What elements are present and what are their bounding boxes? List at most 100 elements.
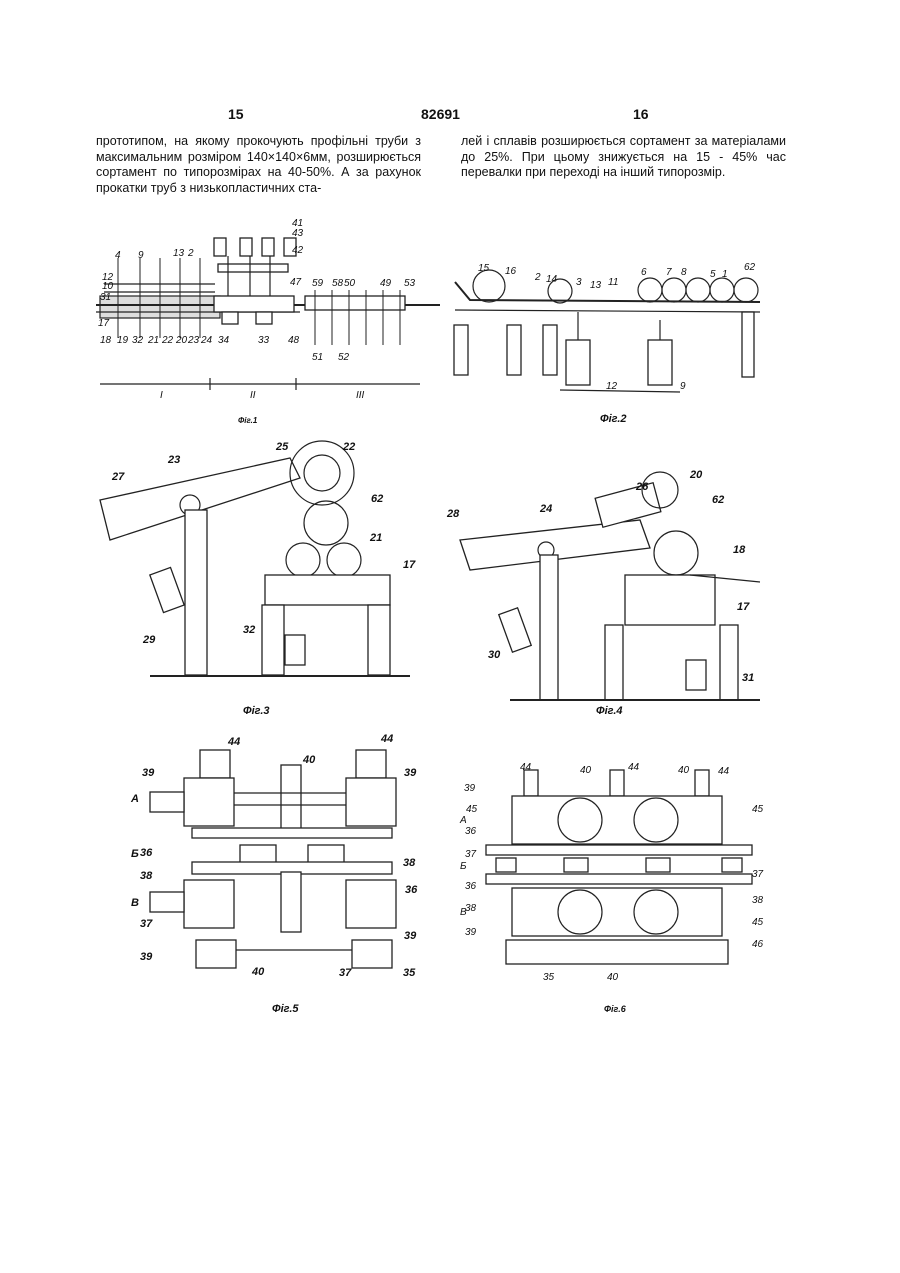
fig5-drawing: А Б В 44 44 40 39 39 36 38 38 36 37 39 3… <box>130 733 418 1015</box>
fig5-label: 36 <box>405 884 418 896</box>
fig1-label: 32 <box>132 335 144 346</box>
fig1-label: 52 <box>338 352 350 363</box>
fig1-label: 51 <box>312 352 323 363</box>
fig6-label: 44 <box>718 766 730 777</box>
fig4-label: 26 <box>635 481 649 493</box>
fig4-label: 30 <box>488 649 501 661</box>
fig2-label: 8 <box>681 267 687 278</box>
fig1-section-1: I <box>160 390 163 401</box>
fig3-drawing: 25 22 23 27 62 21 17 29 32 Фіг.3 <box>100 441 416 717</box>
fig1-label: 47 <box>290 277 302 288</box>
fig6-label: 40 <box>607 972 619 983</box>
fig1-label: 20 <box>175 335 188 346</box>
fig6-label: 37 <box>752 869 764 880</box>
fig6-drawing: А Б В 44 44 44 40 40 39 45 45 36 37 37 3… <box>459 762 764 1014</box>
fig4-drawing: 20 26 62 28 24 18 17 30 31 Фіг.4 <box>446 469 760 717</box>
fig4-label: 18 <box>733 544 746 556</box>
fig5-label: 38 <box>140 870 153 882</box>
fig4-label: 62 <box>712 494 724 506</box>
fig5-label: 40 <box>302 754 316 766</box>
fig3-label: 22 <box>342 441 355 453</box>
fig3-caption: Фіг.3 <box>243 705 270 717</box>
fig1-label: 2 <box>187 248 194 259</box>
fig1-label: 10 <box>102 281 114 292</box>
fig1-label: 13 <box>173 248 185 259</box>
fig2-label: 6 <box>641 267 647 278</box>
fig5-label: 40 <box>251 966 265 978</box>
fig1-label: 22 <box>161 335 174 346</box>
fig6-section-b: Б <box>460 861 467 872</box>
fig5-label: 37 <box>140 918 153 930</box>
fig1-label: 33 <box>258 335 270 346</box>
fig5-label: 39 <box>140 951 153 963</box>
fig6-label: 39 <box>465 927 477 938</box>
fig6-label: 45 <box>466 804 478 815</box>
fig4-label: 28 <box>446 508 460 520</box>
fig3-label: 17 <box>403 559 416 571</box>
fig3-label: 23 <box>167 454 180 466</box>
fig3-label: 62 <box>371 493 383 505</box>
fig6-label: 45 <box>752 917 764 928</box>
fig1-section-2: II <box>250 390 256 401</box>
fig6-label: 45 <box>752 804 764 815</box>
fig1-label: 50 <box>344 278 356 289</box>
fig2-label: 1 <box>722 269 728 280</box>
fig5-section-b: Б <box>131 848 139 860</box>
fig1-label: 21 <box>147 335 159 346</box>
fig1-label: 4 <box>115 250 121 261</box>
fig6-label: 38 <box>465 903 477 914</box>
fig2-label: 13 <box>590 280 602 291</box>
fig3-label: 21 <box>369 532 382 544</box>
fig3-label: 29 <box>142 634 156 646</box>
fig2-label: 14 <box>546 274 558 285</box>
fig6-label: 40 <box>678 765 690 776</box>
fig1-label: 23 <box>187 335 200 346</box>
fig1-label: 58 <box>332 278 344 289</box>
fig2-label: 5 <box>710 269 716 280</box>
fig1-label: 18 <box>100 335 112 346</box>
fig4-label: 20 <box>689 469 703 481</box>
fig1-section-3: III <box>356 390 365 401</box>
fig5-caption: Фіг.5 <box>272 1003 299 1015</box>
fig1-label: 42 <box>292 245 304 256</box>
fig2-caption: Фіг.2 <box>600 413 627 425</box>
fig5-label: 44 <box>380 733 393 745</box>
fig6-label: 35 <box>543 972 555 983</box>
fig2-label: 62 <box>744 262 756 273</box>
fig5-label: 37 <box>339 967 352 979</box>
fig6-label: 36 <box>465 881 477 892</box>
fig5-section-v: В <box>131 897 139 909</box>
fig4-label: 24 <box>539 503 552 515</box>
fig5-label: 39 <box>404 930 417 942</box>
fig1-label: 53 <box>404 278 416 289</box>
fig5-label: 44 <box>227 736 240 748</box>
fig6-label: 40 <box>580 765 592 776</box>
fig5-section-a: А <box>130 793 139 805</box>
fig5-label: 39 <box>404 767 417 779</box>
fig4-caption: Фіг.4 <box>596 705 623 717</box>
fig2-label: 3 <box>576 277 582 288</box>
fig6-label: 39 <box>464 783 476 794</box>
fig2-label: 11 <box>608 277 618 288</box>
fig4-label: 31 <box>742 672 754 684</box>
fig3-label: 32 <box>243 624 255 636</box>
fig1-label: 49 <box>380 278 392 289</box>
fig2-label: 9 <box>680 381 686 392</box>
fig3-label: 25 <box>275 441 289 453</box>
fig2-label: 12 <box>606 381 618 392</box>
fig1-label: 31 <box>100 292 111 303</box>
fig1-caption: Фіг.1 <box>238 416 258 425</box>
fig3-label: 27 <box>111 471 125 483</box>
fig6-caption: Фіг.6 <box>604 1004 627 1014</box>
fig2-drawing: 15 16 2 3 14 13 11 6 7 8 5 1 62 12 9 Фіг… <box>454 262 760 425</box>
fig1-label: 48 <box>288 335 300 346</box>
fig1-label: 59 <box>312 278 324 289</box>
fig6-section-a: А <box>459 815 467 826</box>
fig4-label: 17 <box>737 601 750 613</box>
fig1-label: 24 <box>200 335 213 346</box>
fig5-label: 35 <box>403 967 416 979</box>
fig5-label: 38 <box>403 857 416 869</box>
fig2-label: 16 <box>505 266 517 277</box>
fig6-label: 46 <box>752 939 764 950</box>
